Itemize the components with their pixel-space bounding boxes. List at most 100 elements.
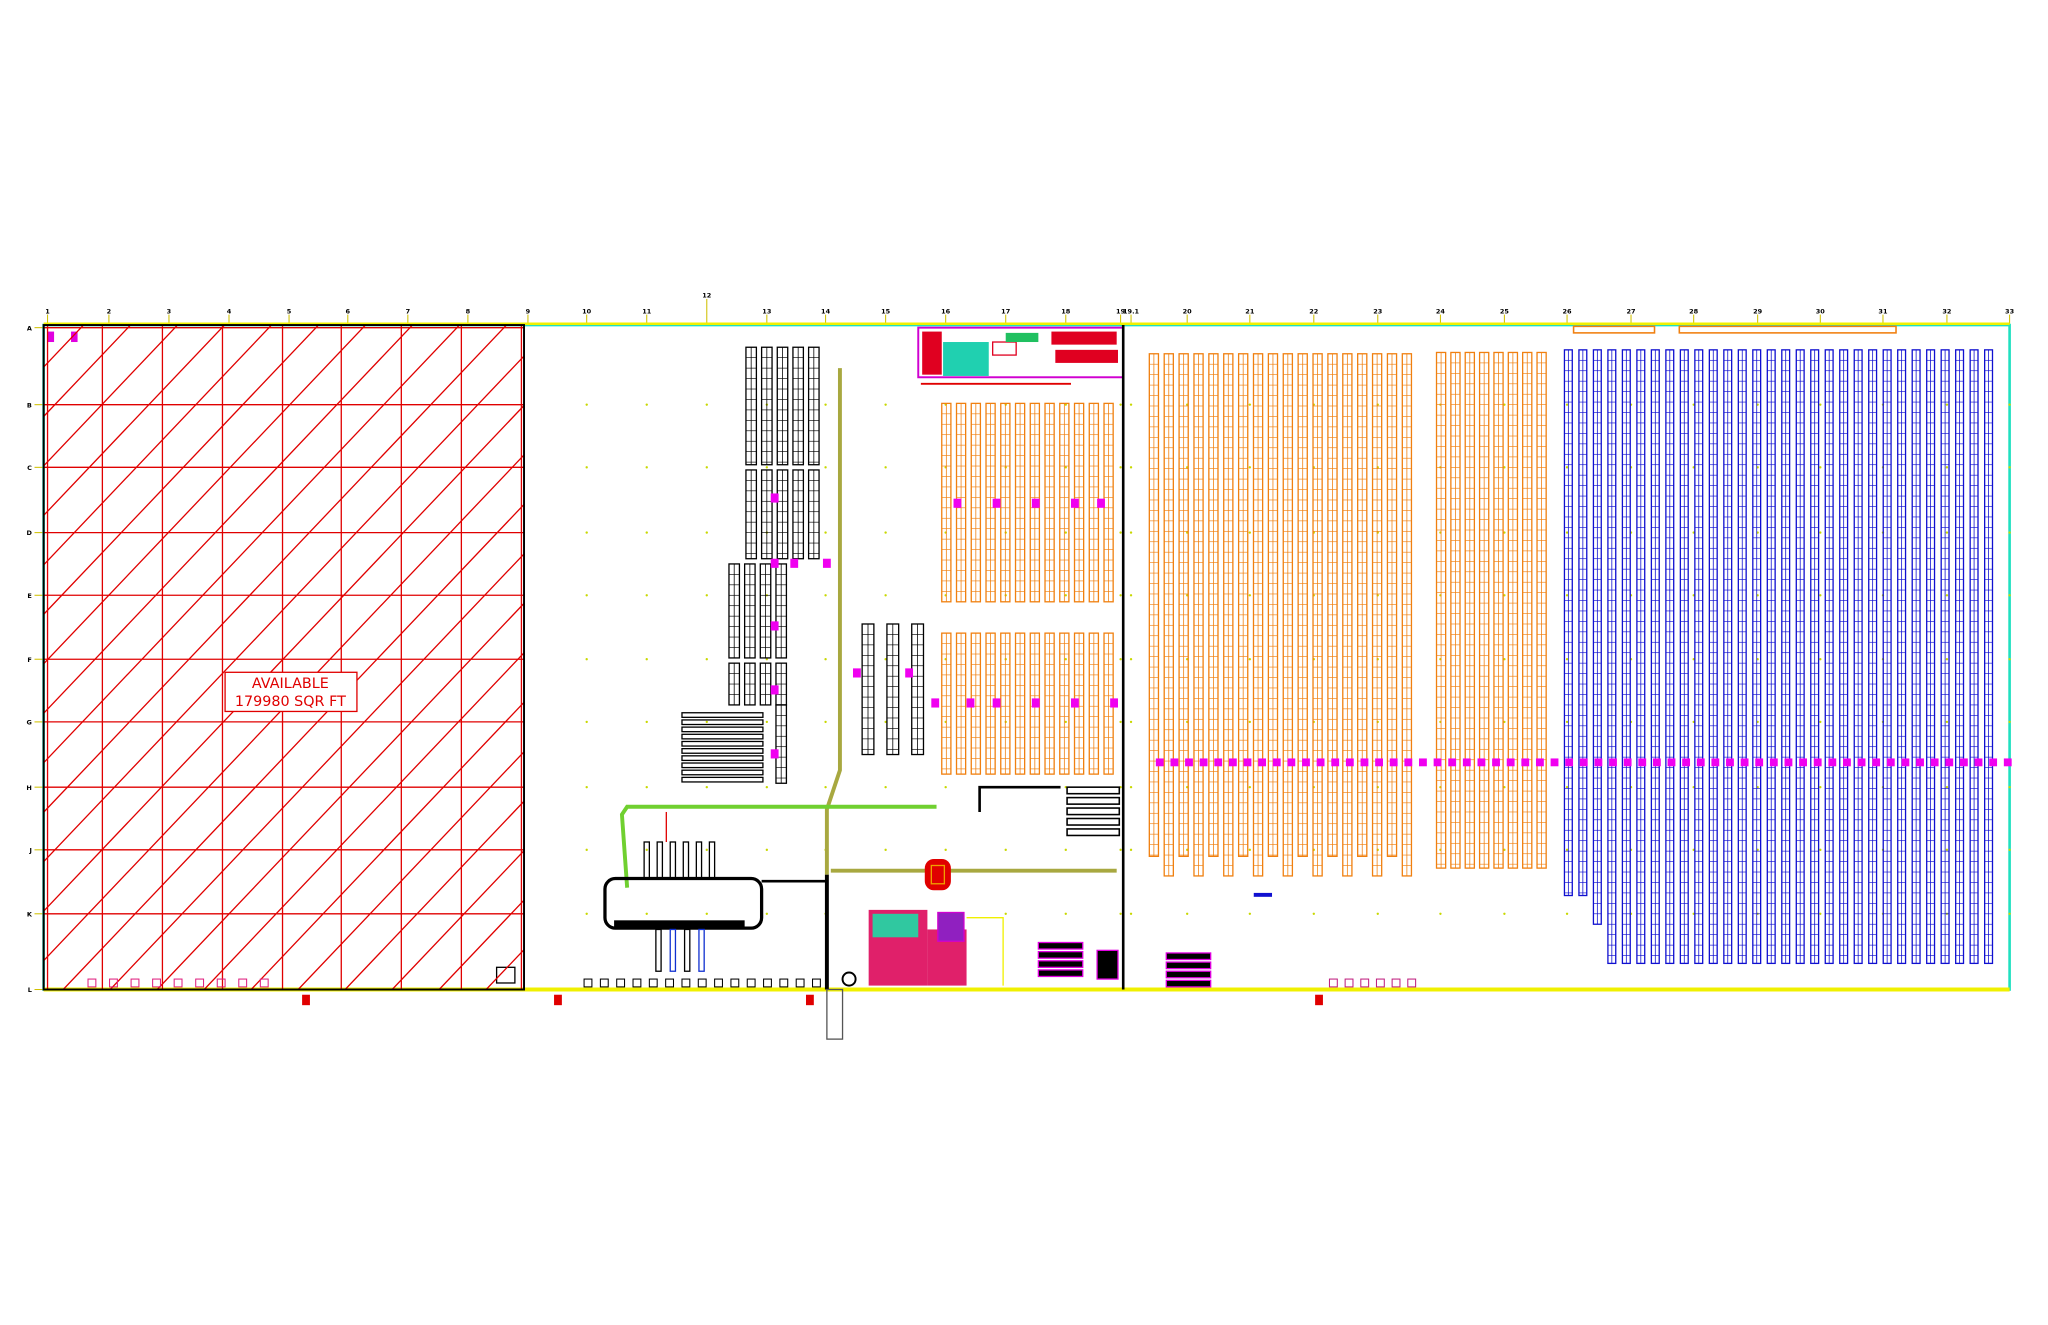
aisle-marker bbox=[1228, 758, 1237, 767]
dock-door bbox=[763, 978, 772, 988]
column-marker bbox=[1503, 466, 1506, 469]
column-marker bbox=[1064, 594, 1067, 597]
column-marker bbox=[824, 594, 827, 597]
hatch-line bbox=[43, 325, 507, 814]
aisle-marker bbox=[1813, 758, 1822, 767]
aisle-marker bbox=[1828, 758, 1837, 767]
grid-column-label: 4 bbox=[227, 307, 232, 315]
aisle-marker bbox=[1565, 758, 1574, 767]
aisle-marker bbox=[1930, 758, 1939, 767]
grid-row-label: D bbox=[26, 529, 32, 537]
column-marker bbox=[1565, 658, 1569, 661]
aisle-marker bbox=[1331, 758, 1340, 767]
rack-black-horizontal bbox=[681, 726, 764, 733]
aisle-marker bbox=[1959, 758, 1968, 767]
column-marker bbox=[585, 912, 588, 915]
exit-door bbox=[554, 994, 562, 1006]
marker bbox=[931, 698, 940, 708]
column-marker bbox=[645, 785, 648, 789]
aisle-marker bbox=[1419, 758, 1427, 767]
grid-row-label: H bbox=[26, 784, 31, 792]
column-marker bbox=[1004, 912, 1007, 915]
rack-black-horizontal bbox=[681, 712, 764, 718]
equipment bbox=[1096, 949, 1119, 980]
column-marker bbox=[1503, 785, 1506, 789]
equipment bbox=[495, 966, 516, 984]
column-marker bbox=[1064, 658, 1067, 661]
dock-door bbox=[779, 978, 789, 988]
marker bbox=[992, 698, 1001, 708]
hatch-line bbox=[43, 325, 413, 715]
office-room bbox=[1005, 332, 1039, 343]
hatch-line bbox=[533, 325, 1164, 989]
hatch-line bbox=[391, 849, 525, 990]
column-marker bbox=[1248, 848, 1252, 852]
dock-leveler bbox=[1165, 979, 1212, 988]
column-marker bbox=[1119, 594, 1122, 597]
dock-leveler bbox=[1037, 969, 1084, 978]
marker bbox=[770, 621, 779, 631]
column-marker bbox=[1945, 531, 1949, 534]
rack-black-horizontal bbox=[681, 740, 764, 747]
dock-door bbox=[238, 978, 248, 988]
dock-door bbox=[583, 978, 593, 988]
rack-black-horizontal bbox=[681, 755, 764, 762]
column-marker bbox=[1129, 531, 1133, 534]
hatch-line bbox=[43, 454, 525, 962]
aisle-marker bbox=[1214, 758, 1223, 767]
column-marker bbox=[1248, 466, 1252, 469]
aisle-marker bbox=[1243, 758, 1252, 767]
hatch-line bbox=[485, 948, 525, 990]
aisle-marker bbox=[1360, 758, 1369, 767]
dock-door bbox=[87, 978, 97, 988]
rack-black-horizontal bbox=[681, 748, 764, 754]
column-marker bbox=[1119, 720, 1122, 724]
grid-column-label: 22 bbox=[1309, 307, 1318, 315]
column-marker bbox=[645, 594, 648, 597]
outfeed-lane bbox=[669, 928, 677, 972]
column-marker bbox=[884, 531, 887, 534]
column-marker bbox=[1129, 785, 1133, 789]
aisle-marker bbox=[1974, 758, 1983, 767]
column-marker bbox=[1503, 912, 1506, 915]
hatch-line bbox=[344, 800, 525, 990]
grid-row-label: K bbox=[27, 910, 33, 918]
marker bbox=[71, 331, 78, 343]
grid-column-label: 32 bbox=[1942, 307, 1951, 315]
column-marker bbox=[1945, 466, 1949, 469]
column-marker bbox=[1119, 658, 1122, 661]
column-marker bbox=[1064, 531, 1067, 534]
marker bbox=[770, 558, 779, 568]
hatch-line bbox=[43, 325, 178, 467]
hatch-line bbox=[580, 325, 1211, 989]
aisle-marker bbox=[1155, 758, 1164, 767]
outfeed-lane bbox=[698, 928, 705, 972]
office-room bbox=[992, 341, 1017, 356]
available-boundary bbox=[42, 324, 526, 991]
column-marker bbox=[1945, 658, 1949, 661]
grid-column-label: 18 bbox=[1061, 307, 1071, 315]
column-marker bbox=[1565, 594, 1569, 597]
hatch-line bbox=[156, 602, 525, 990]
aisle-marker bbox=[1375, 758, 1383, 767]
infeed-lane bbox=[656, 841, 664, 880]
hatch-line bbox=[43, 325, 366, 665]
dock-door bbox=[681, 978, 691, 988]
grid-column-label: 30 bbox=[1816, 307, 1826, 315]
grid-column-label: 1 bbox=[45, 307, 50, 315]
grid-column-label: 24 bbox=[1436, 307, 1446, 315]
column-marker bbox=[645, 658, 648, 661]
hatch-line bbox=[43, 355, 525, 863]
hatch-line bbox=[203, 651, 525, 990]
column-marker bbox=[1119, 848, 1122, 852]
column-marker bbox=[944, 785, 947, 789]
hatch-line bbox=[1097, 325, 1728, 989]
column-marker bbox=[645, 466, 648, 469]
aisle-marker bbox=[1492, 758, 1500, 767]
rack-black-horizontal bbox=[681, 776, 764, 783]
yellow-line bbox=[966, 917, 1004, 986]
hatch bbox=[43, 325, 1728, 990]
column-marker bbox=[705, 466, 708, 469]
dock-door bbox=[812, 978, 821, 988]
column-marker bbox=[1129, 912, 1133, 915]
